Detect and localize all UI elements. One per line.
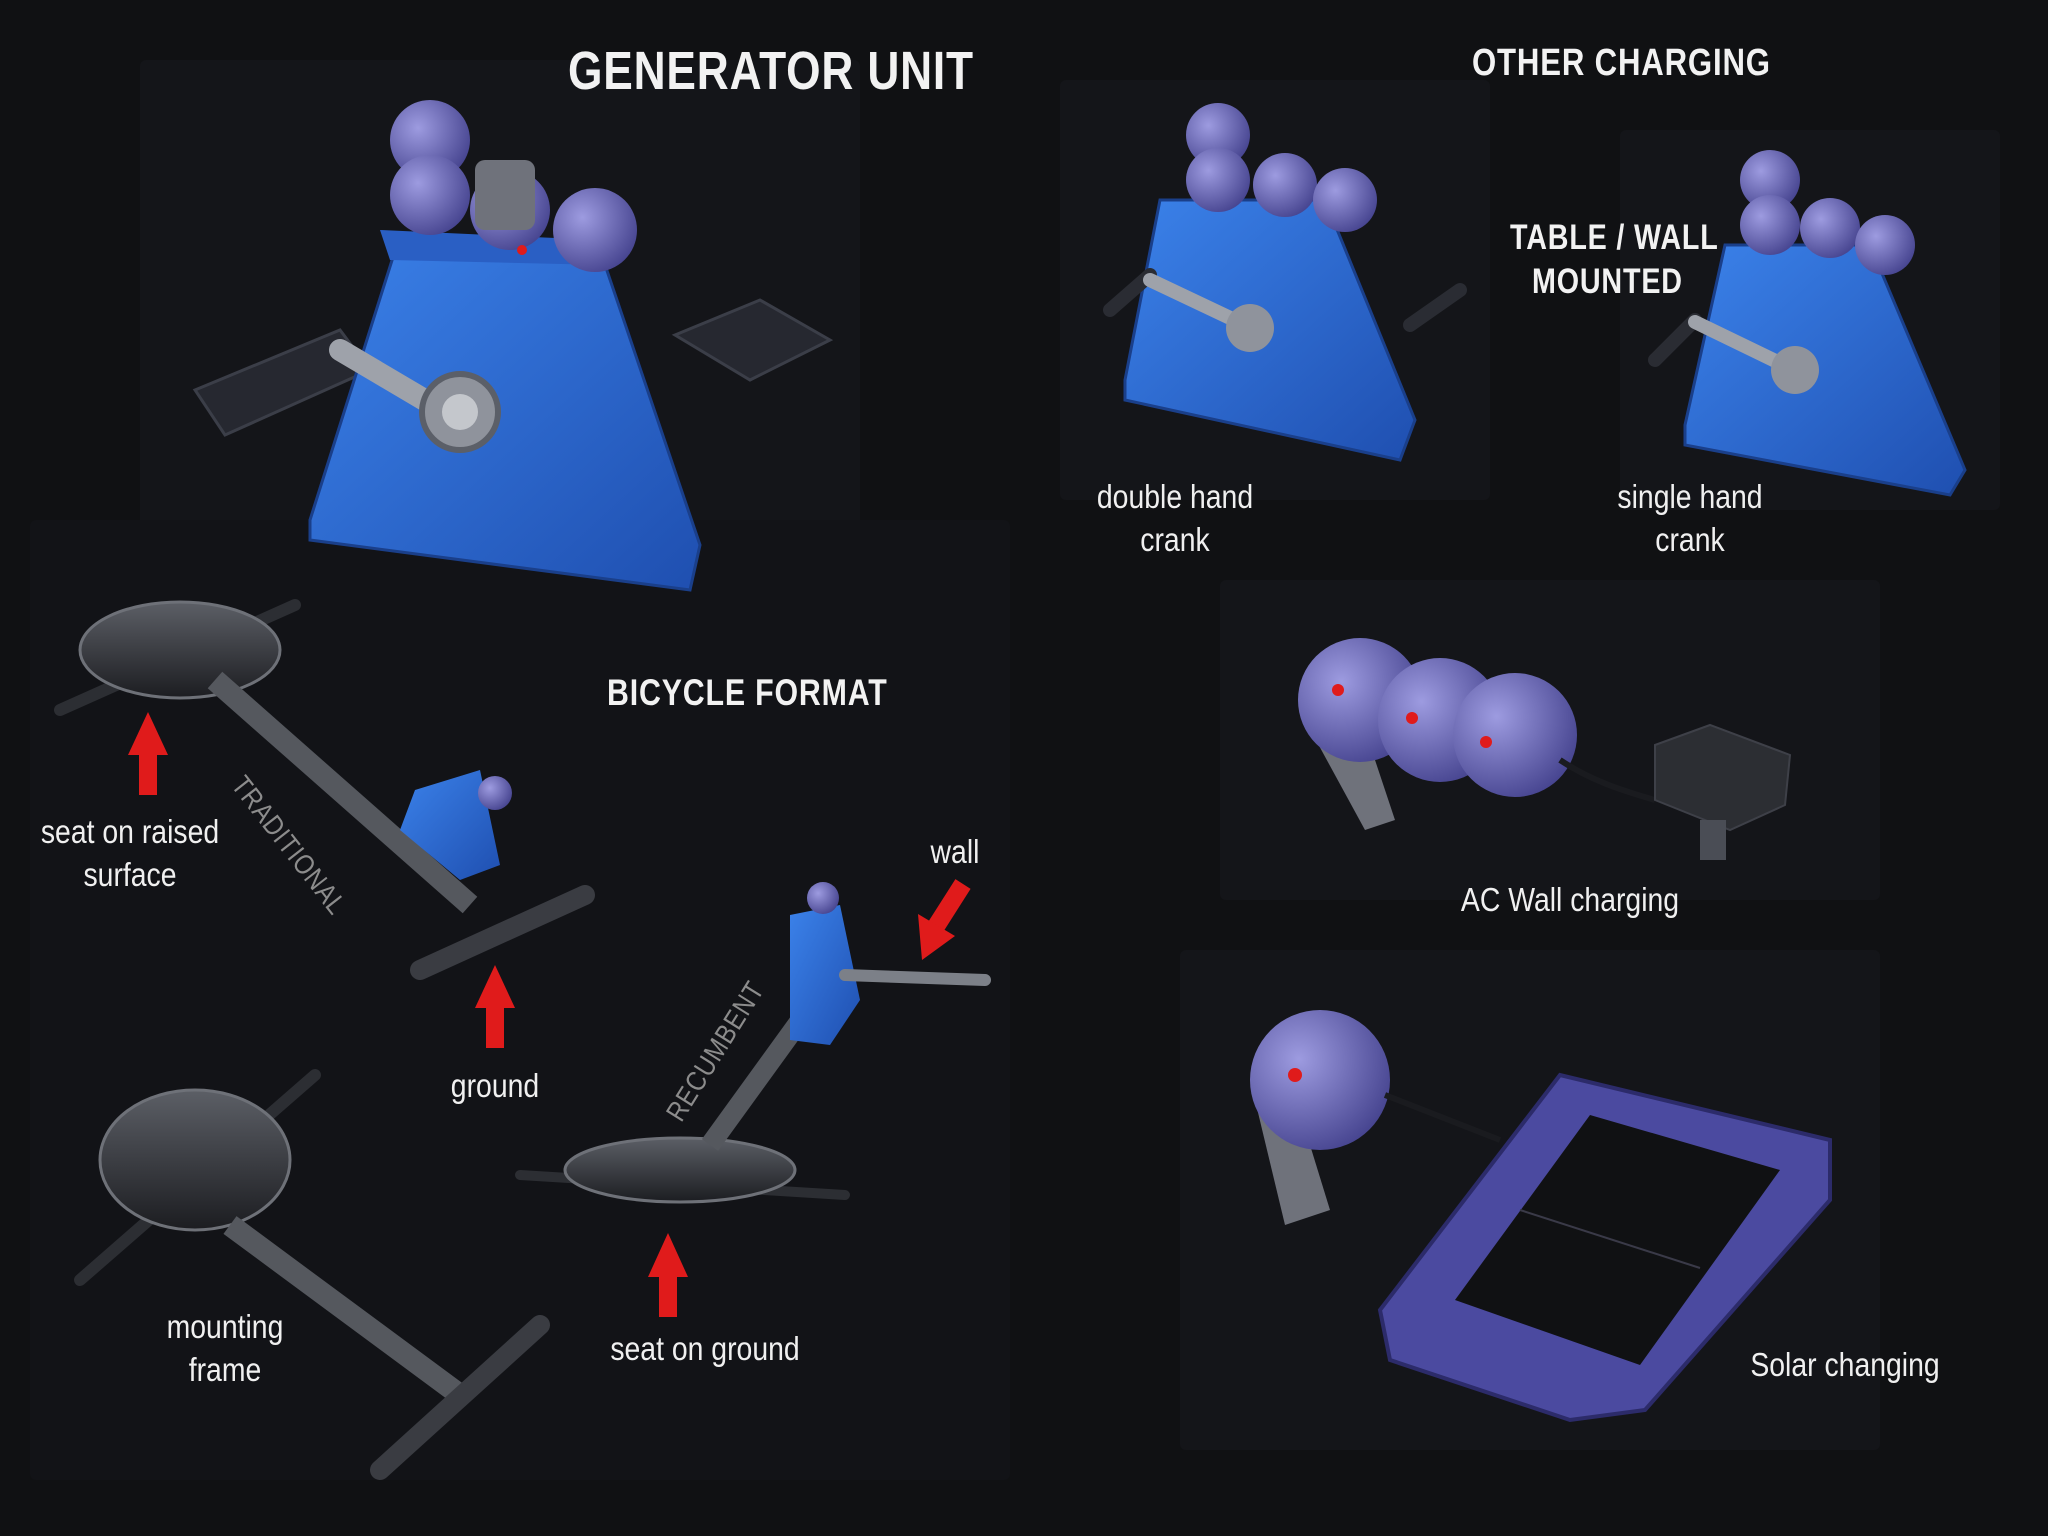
arrow-seat-ground xyxy=(648,1233,688,1317)
double-hand-crank-label-line2: crank xyxy=(1140,521,1210,558)
seat-raised-label-line2: surface xyxy=(83,856,177,893)
single-hand-crank-illustration xyxy=(1648,150,1967,497)
arrow-seat-raised xyxy=(128,712,168,795)
arrow-wall xyxy=(918,879,971,960)
arrow-ground xyxy=(475,965,515,1048)
solar-charging-illustration xyxy=(1250,1010,1832,1423)
mounting-frame-label-line1: mounting xyxy=(166,1308,284,1345)
ground-label: ground xyxy=(450,1067,540,1104)
wall-label: wall xyxy=(930,833,980,870)
single-hand-crank-label: single hand crank xyxy=(1604,475,1776,561)
table-wall-heading-line2: MOUNTED xyxy=(1532,262,1683,301)
double-hand-crank-illustration xyxy=(1103,103,1467,462)
traditional-bicycle-illustration xyxy=(54,599,595,980)
mounting-frame-illustration xyxy=(74,1069,550,1480)
recumbent-bicycle-illustration xyxy=(515,882,991,1204)
ac-wall-charging-label: AC Wall charging xyxy=(1460,881,1680,918)
single-hand-crank-label-line2: crank xyxy=(1655,521,1725,558)
generator-unit-heading: GENERATOR UNIT xyxy=(568,41,974,101)
seat-on-ground-label: seat on ground xyxy=(610,1330,800,1367)
double-hand-crank-label-line1: double hand xyxy=(1096,478,1254,515)
single-hand-crank-label-line1: single hand xyxy=(1617,478,1763,515)
bicycle-format-heading: BICYCLE FORMAT xyxy=(607,672,888,713)
seat-raised-label: seat on raised surface xyxy=(40,810,221,896)
seat-raised-label-line1: seat on raised xyxy=(40,813,220,850)
mounting-frame-label-line2: frame xyxy=(188,1351,262,1388)
double-hand-crank-label: double hand crank xyxy=(1089,475,1261,561)
table-wall-heading-line1: TABLE / WALL xyxy=(1510,218,1719,257)
generator-unit-illustration xyxy=(192,100,834,592)
mounting-frame-label: mounting frame xyxy=(143,1305,306,1391)
solar-charging-label: Solar changing xyxy=(1750,1346,1940,1383)
ac-wall-charging-illustration xyxy=(1298,638,1792,860)
other-charging-heading: OTHER CHARGING xyxy=(1472,42,1771,84)
